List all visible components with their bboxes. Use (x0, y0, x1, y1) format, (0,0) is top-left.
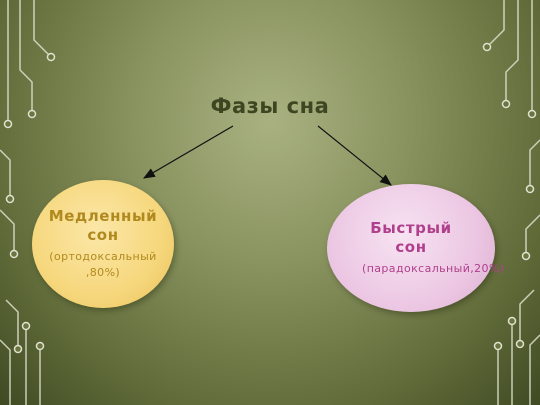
node-slow-sleep: Медленный сон (ортодоксальный ,80%) (32, 180, 174, 308)
node-fast-sleep: Быстрый сон (парадоксальный,20%) (327, 184, 505, 312)
diagram-title: Фазы сна (210, 94, 330, 118)
arrow-to-slow-sleep (142, 125, 234, 179)
node-fast-sleep-label: Быстрый сон (370, 219, 452, 256)
node-slow-sleep-label: Медленный сон (48, 207, 158, 244)
arrow-to-fast-sleep (317, 125, 392, 186)
node-fast-sleep-note: (парадоксальный,20%) (362, 262, 505, 275)
node-slow-sleep-note: (ортодоксальный ,80%) (49, 250, 157, 279)
